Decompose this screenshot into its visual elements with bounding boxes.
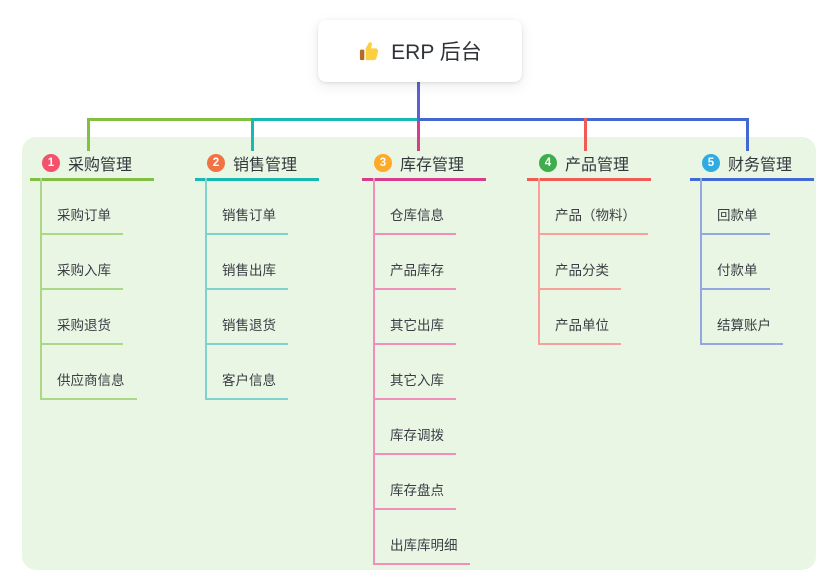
child-node[interactable]: 客户信息 (205, 371, 288, 400)
connector-line (417, 118, 749, 121)
branch-node-label: 采购管理 (68, 157, 133, 174)
connector-line (700, 178, 702, 343)
child-node[interactable]: 采购退货 (40, 316, 123, 345)
connector-line (252, 118, 419, 121)
branch-node-label: 库存管理 (400, 157, 465, 174)
child-node[interactable]: 采购订单 (40, 206, 123, 235)
root-node-label: ERP 后台 (391, 41, 482, 64)
connector-line (251, 118, 254, 151)
branch-node[interactable]: 1 采购管理 (30, 151, 154, 181)
child-node[interactable]: 库存盘点 (373, 481, 456, 510)
connector-line (88, 118, 252, 121)
branch-number-badge: 4 (539, 154, 557, 172)
connector-line (746, 118, 749, 151)
branch-node[interactable]: 4 产品管理 (527, 151, 651, 181)
branch-node[interactable]: 2 销售管理 (195, 151, 319, 181)
branch-node-label: 产品管理 (565, 157, 630, 174)
connector-line (87, 118, 90, 151)
branch-number-badge: 1 (42, 154, 60, 172)
connector-line (417, 82, 420, 121)
child-node[interactable]: 销售退货 (205, 316, 288, 345)
child-node[interactable]: 付款单 (700, 261, 770, 290)
child-node[interactable]: 销售订单 (205, 206, 288, 235)
child-node[interactable]: 其它出库 (373, 316, 456, 345)
child-node[interactable]: 采购入库 (40, 261, 123, 290)
branches-panel (22, 137, 816, 570)
connector-line (584, 118, 587, 151)
branch-node-label: 财务管理 (728, 157, 793, 174)
child-node[interactable]: 其它入库 (373, 371, 456, 400)
child-node[interactable]: 销售出库 (205, 261, 288, 290)
child-node[interactable]: 产品库存 (373, 261, 456, 290)
connector-line (538, 178, 540, 343)
branch-node[interactable]: 3 库存管理 (362, 151, 486, 181)
branch-number-badge: 3 (374, 154, 392, 172)
child-node[interactable]: 回款单 (700, 206, 770, 235)
branch-number-badge: 5 (702, 154, 720, 172)
root-node[interactable]: ERP 后台 (318, 20, 522, 82)
child-node[interactable]: 结算账户 (700, 316, 783, 345)
child-node[interactable]: 仓库信息 (373, 206, 456, 235)
branch-number-badge: 2 (207, 154, 225, 172)
branch-node[interactable]: 5 财务管理 (690, 151, 814, 181)
child-node[interactable]: 库存调拨 (373, 426, 456, 455)
child-node[interactable]: 供应商信息 (40, 371, 137, 400)
child-node[interactable]: 出库库明细 (373, 536, 470, 565)
child-node[interactable]: 产品单位 (538, 316, 621, 345)
child-node[interactable]: 产品（物料） (538, 206, 648, 235)
branch-node-label: 销售管理 (233, 157, 298, 174)
child-node[interactable]: 产品分类 (538, 261, 621, 290)
connector-line (373, 178, 375, 563)
connector-line (417, 121, 420, 151)
thumbs-up-icon (358, 40, 381, 63)
